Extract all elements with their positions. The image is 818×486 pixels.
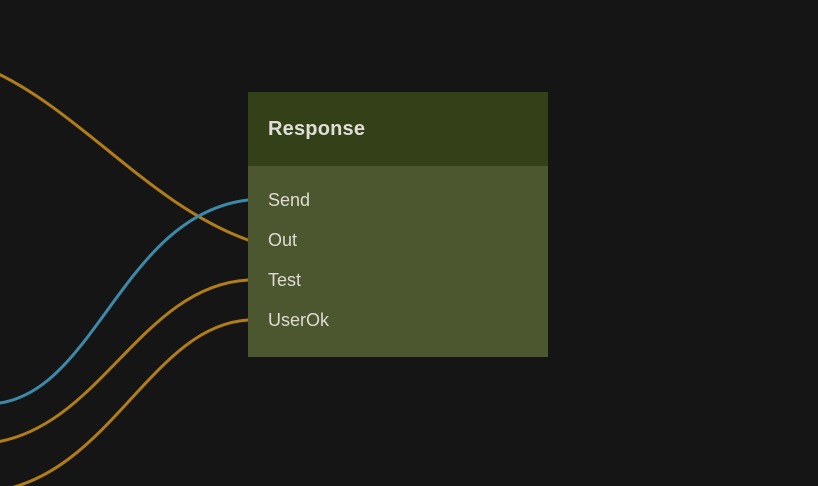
port-label-userok: UserOk xyxy=(268,310,330,330)
node-title: Response xyxy=(268,117,366,140)
port-label-test: Test xyxy=(268,270,302,290)
port-label-out: Out xyxy=(268,230,298,250)
edge-to-userok[interactable] xyxy=(0,318,250,486)
connection-edges xyxy=(0,70,250,486)
port-row-send[interactable]: Send xyxy=(248,180,548,220)
edge-to-out[interactable] xyxy=(0,70,250,242)
port-label-send: Send xyxy=(268,190,311,210)
node-body: Send Out Test UserOk xyxy=(248,166,548,357)
response-node[interactable]: Response Send Out Test xyxy=(248,92,548,357)
edge-to-test[interactable] xyxy=(0,278,250,443)
port-row-out[interactable]: Out xyxy=(248,220,548,260)
node-header[interactable]: Response xyxy=(248,92,548,166)
port-row-test[interactable]: Test xyxy=(248,260,548,300)
edge-to-send[interactable] xyxy=(0,198,250,405)
port-row-userok[interactable]: UserOk xyxy=(248,300,548,340)
